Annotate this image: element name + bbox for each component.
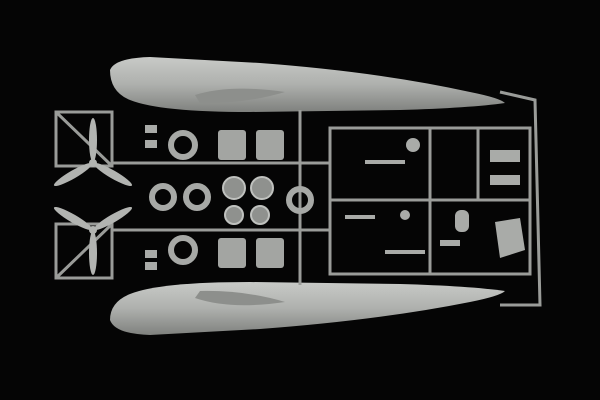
sprue-frame	[54, 90, 542, 307]
small-parts	[145, 125, 525, 270]
engine-cylinders	[222, 176, 274, 225]
wheels	[149, 130, 314, 265]
wing-root-top	[195, 88, 285, 104]
cowling-parts	[218, 130, 284, 268]
wing-root-bottom	[195, 290, 285, 306]
propeller-bottom	[53, 206, 133, 275]
propeller-top	[53, 118, 133, 187]
